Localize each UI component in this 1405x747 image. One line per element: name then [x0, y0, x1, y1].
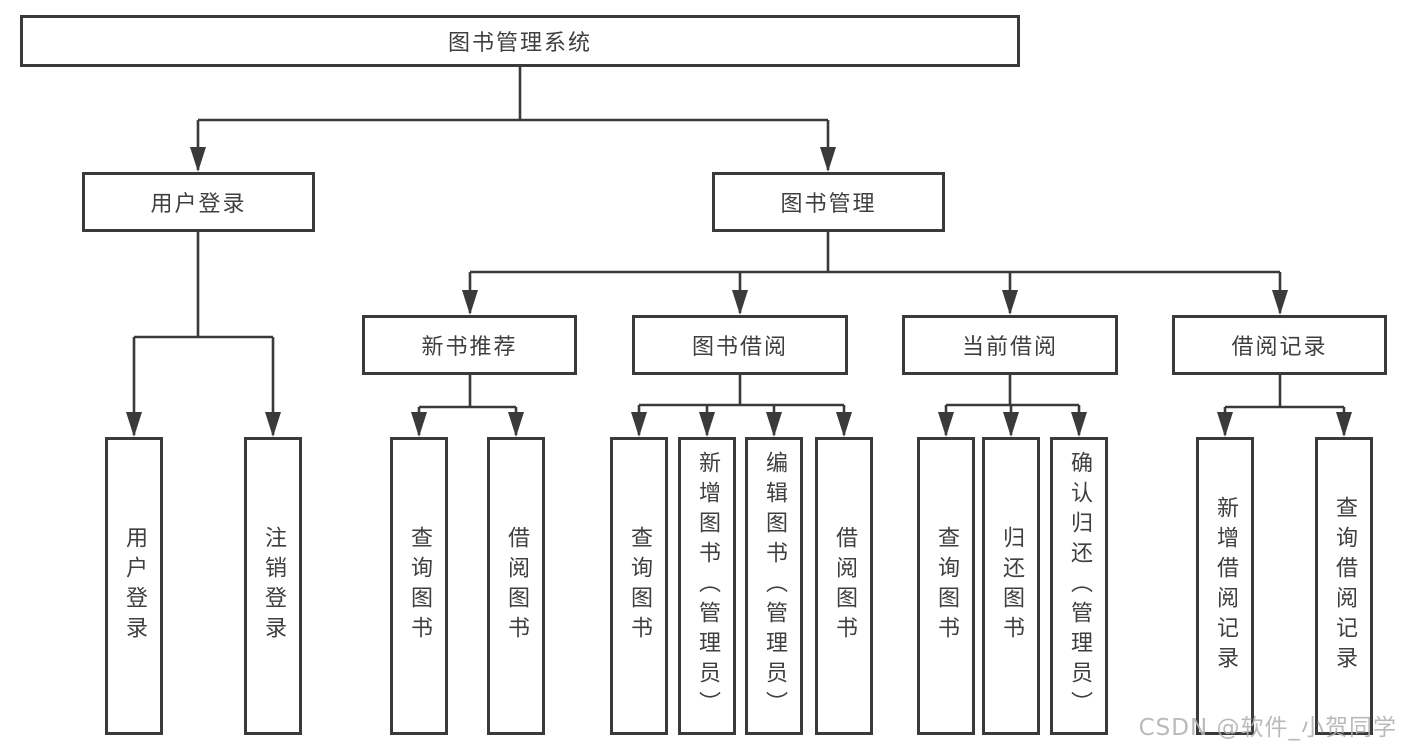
leaf-cb-query-books-label: 查询图书 [934, 526, 959, 646]
leaf-cb-confirm-return-admin-label: 确认归还（管理员） [1067, 451, 1092, 721]
node-book-borrow-label: 图书借阅 [691, 335, 788, 360]
leaf-bb-query-books-label: 查询图书 [627, 526, 652, 646]
leaf-nb-query-books: 查询图书 [390, 437, 448, 735]
node-user-login: 用户登录 [82, 172, 315, 232]
leaf-bb-query-books: 查询图书 [610, 437, 668, 735]
leaf-cb-confirm-return-admin: 确认归还（管理员） [1050, 437, 1108, 735]
leaf-nb-borrow-books-label: 借阅图书 [504, 526, 529, 646]
leaf-cb-return-books-label: 归还图书 [999, 526, 1024, 646]
node-current-borrow: 当前借阅 [902, 315, 1118, 375]
leaf-nb-query-books-label: 查询图书 [407, 526, 432, 646]
leaf-br-add-record-label: 新增借阅记录 [1213, 496, 1238, 676]
leaf-br-add-record: 新增借阅记录 [1196, 437, 1254, 735]
leaf-bb-edit-books-admin-label: 编辑图书（管理员） [762, 451, 787, 721]
node-book-borrow: 图书借阅 [632, 315, 848, 375]
leaf-logout-label: 注销登录 [261, 526, 286, 646]
node-root-label: 图书管理系统 [447, 31, 592, 56]
leaf-bb-add-books-admin-label: 新增图书（管理员） [695, 451, 720, 721]
leaf-br-query-record: 查询借阅记录 [1315, 437, 1373, 735]
leaf-user-login-label: 用户登录 [122, 526, 147, 646]
node-borrow-records: 借阅记录 [1172, 315, 1387, 375]
leaf-bb-add-books-admin: 新增图书（管理员） [678, 437, 736, 735]
leaf-bb-borrow-books-label: 借阅图书 [832, 526, 857, 646]
node-root: 图书管理系统 [20, 15, 1020, 67]
leaf-user-login: 用户登录 [105, 437, 163, 735]
leaf-nb-borrow-books: 借阅图书 [487, 437, 545, 735]
node-book-management: 图书管理 [712, 172, 945, 232]
node-current-borrow-label: 当前借阅 [961, 335, 1058, 360]
node-new-book-recommend-label: 新书推荐 [421, 335, 518, 360]
leaf-cb-return-books: 归还图书 [982, 437, 1040, 735]
node-book-management-label: 图书管理 [780, 192, 877, 217]
leaf-bb-edit-books-admin: 编辑图书（管理员） [745, 437, 803, 735]
leaf-cb-query-books: 查询图书 [917, 437, 975, 735]
leaf-br-query-record-label: 查询借阅记录 [1332, 496, 1357, 676]
node-user-login-label: 用户登录 [150, 192, 247, 217]
leaf-logout: 注销登录 [244, 437, 302, 735]
leaf-bb-borrow-books: 借阅图书 [815, 437, 873, 735]
node-new-book-recommend: 新书推荐 [362, 315, 577, 375]
node-borrow-records-label: 借阅记录 [1231, 335, 1328, 360]
arrowheads [126, 147, 1352, 437]
